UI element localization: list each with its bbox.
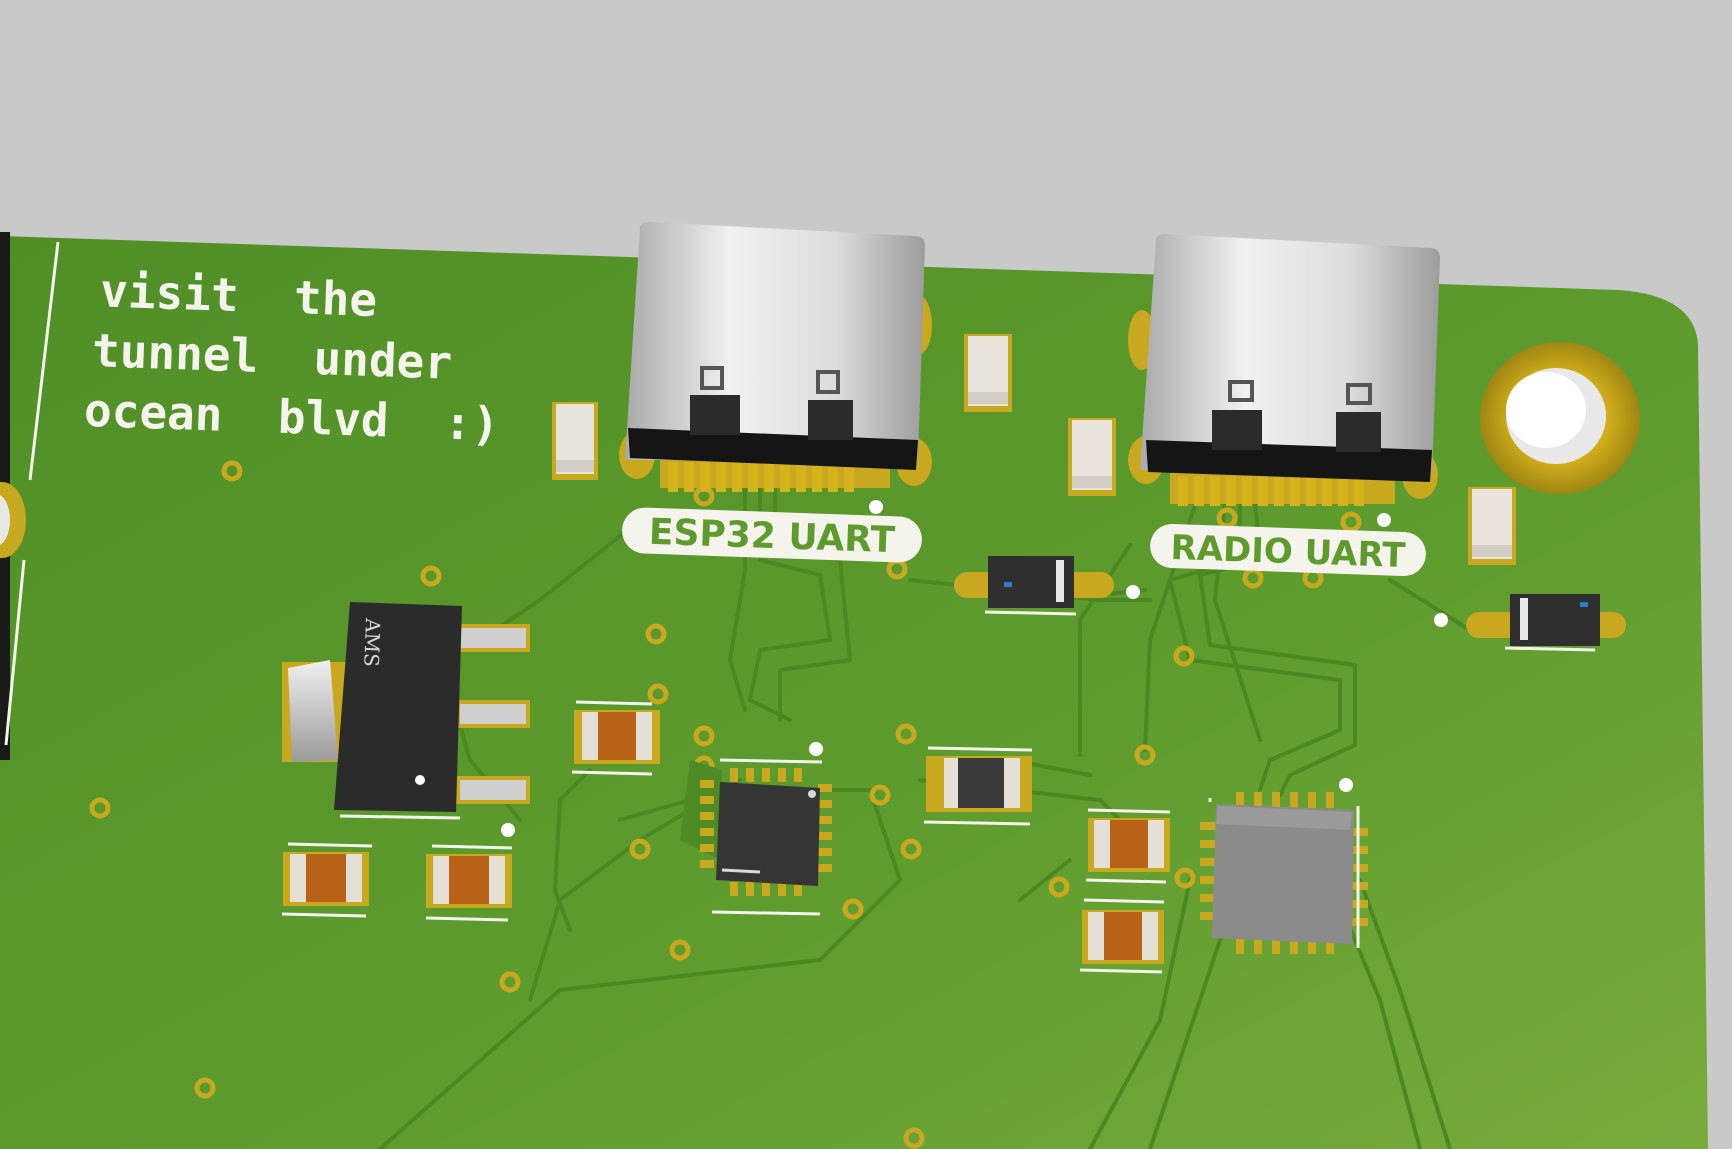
diode xyxy=(954,556,1114,616)
passive-component xyxy=(964,334,1012,412)
silk-border-line xyxy=(4,559,26,746)
label-esp32-uart: ESP32 UART xyxy=(622,507,922,563)
usb-c-connector-radio xyxy=(1128,234,1440,506)
ic-qfn-large xyxy=(1200,792,1368,954)
capacitor xyxy=(425,844,513,922)
capacitor xyxy=(571,700,660,776)
resistor xyxy=(923,746,1033,826)
note-line-1: visit the xyxy=(99,263,378,327)
mounting-hole xyxy=(1480,342,1640,494)
capacitor xyxy=(281,842,373,918)
silk-border-line xyxy=(28,241,60,481)
diode xyxy=(1466,594,1626,652)
white-dots xyxy=(501,500,1448,837)
capacitor xyxy=(1085,808,1171,884)
passive-component xyxy=(1468,487,1516,565)
capacitor xyxy=(1079,898,1165,974)
label-radio-uart: RADIO UART xyxy=(1150,523,1426,576)
label-esp32-uart-text: ESP32 UART xyxy=(648,512,896,562)
passive-component xyxy=(1068,418,1116,496)
note-line-2: tunnel under xyxy=(91,323,453,390)
label-radio-uart-text: RADIO UART xyxy=(1170,528,1407,576)
ic-qfn-small xyxy=(680,758,832,916)
mounting-hole-edge xyxy=(0,482,26,558)
voltage-regulator: AMS xyxy=(282,602,530,820)
usb-c-connector-esp32 xyxy=(619,222,932,492)
regulator-marking: AMS xyxy=(359,617,385,667)
passive-component xyxy=(552,402,598,480)
